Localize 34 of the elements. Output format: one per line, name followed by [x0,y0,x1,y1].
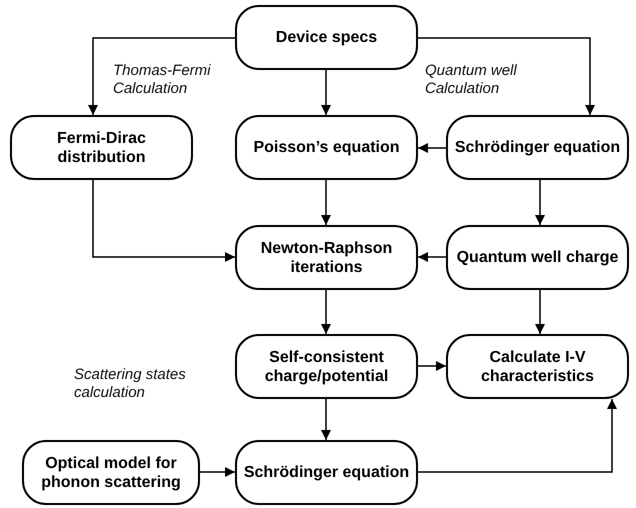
box-label: Quantum well charge [456,248,618,267]
arrow [200,467,235,477]
process-box [235,440,418,505]
arrow [321,180,331,225]
process-box [235,115,418,180]
box-label: Fermi-Dirac distribution [56,128,147,166]
process-box [446,334,629,399]
arrow [321,70,331,115]
box-label: Schrödinger equation [244,463,410,482]
arrow [535,180,545,225]
process-box [235,334,418,399]
arrow [418,143,446,153]
box-label: Device specs [276,28,378,47]
box-label: Calculate I-V characteristics [480,348,595,386]
box-label: Optical model for phonon scattering [40,454,182,492]
box-label: Schrödinger equation [454,138,620,157]
process-box [235,225,418,290]
process-box [446,115,629,180]
box-label: Poisson’s equation [253,138,400,157]
arrow [92,180,235,262]
box-label: Newton-Raphson iterations [260,238,394,276]
arrow [88,37,235,115]
arrow [418,399,617,473]
process-box [235,5,418,70]
arrow [418,37,595,115]
arrow [418,252,446,262]
arrow [418,361,446,371]
arrow [321,290,331,334]
arrow [535,290,545,334]
box-label: Self-consistent charge/potential [264,348,390,386]
arrow [321,399,331,440]
process-box [10,115,193,180]
process-box [22,440,200,505]
process-box [446,225,629,290]
